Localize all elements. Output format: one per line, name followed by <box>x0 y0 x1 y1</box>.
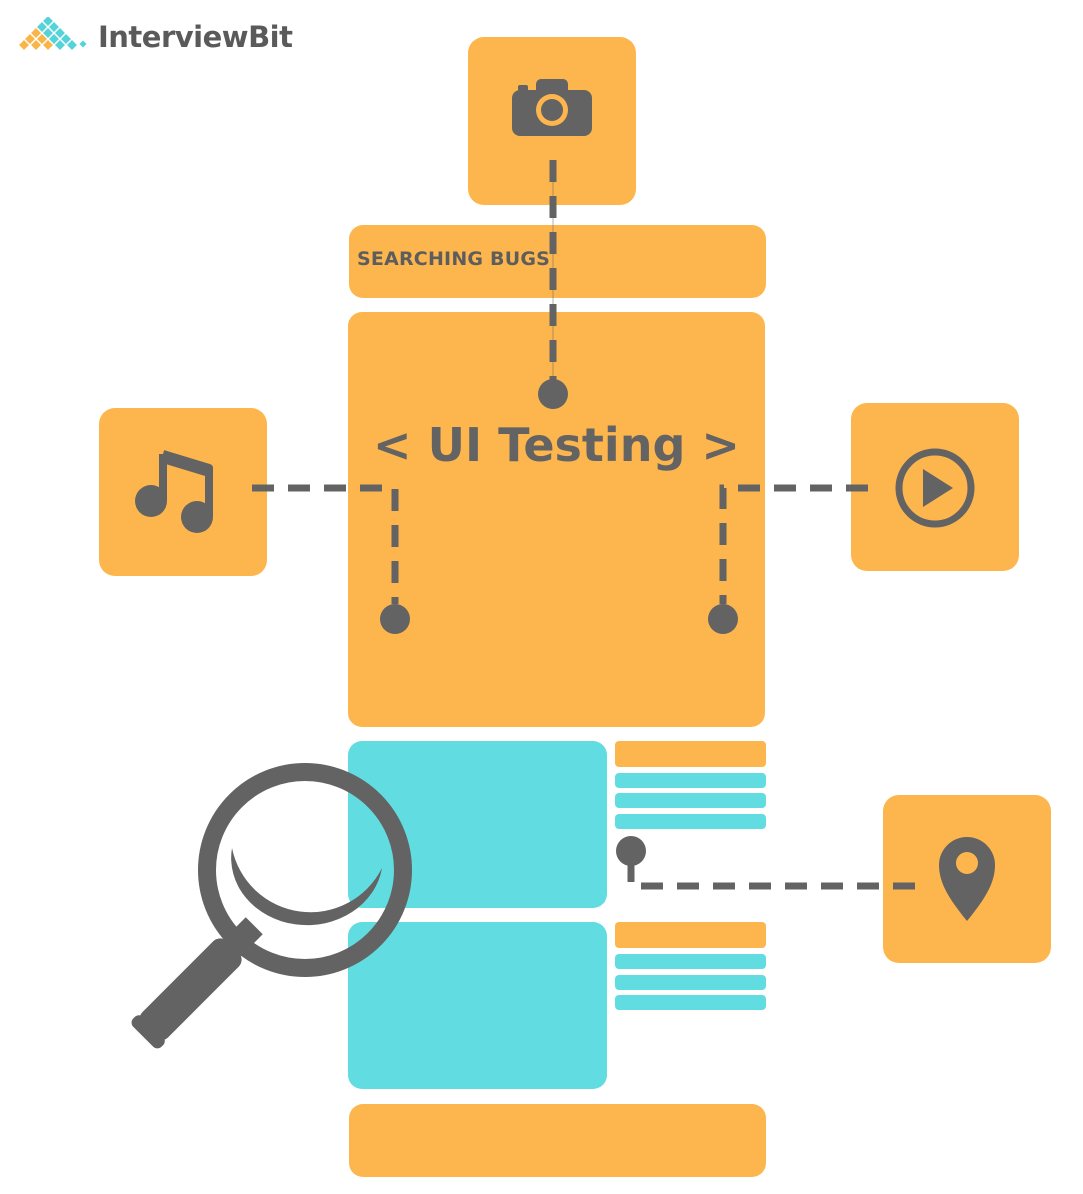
list-line-1b <box>615 793 766 808</box>
interviewbit-logo: InterviewBit <box>14 14 293 60</box>
list-line-2c <box>615 995 766 1010</box>
header-bar <box>349 225 766 298</box>
connector-dot-top <box>538 379 568 409</box>
list-header-bar-1 <box>615 741 766 767</box>
music-note-icon <box>135 450 213 533</box>
brand-name: InterviewBit <box>98 20 293 54</box>
list-line-1c <box>615 814 766 829</box>
list-header-bar-2 <box>615 922 766 948</box>
connector-dot-left <box>380 604 410 634</box>
list-line-2b <box>615 975 766 990</box>
main-title: < UI Testing > <box>373 418 740 472</box>
location-pin-icon <box>939 837 995 921</box>
logo-diamond-icon <box>17 17 88 52</box>
list-line-2a <box>615 954 766 969</box>
connector-dot-location <box>616 836 646 866</box>
play-button-icon <box>895 448 975 528</box>
footer-bar <box>349 1104 766 1177</box>
play-box <box>851 403 1019 571</box>
location-box <box>883 795 1051 963</box>
camera-icon <box>512 79 592 136</box>
header-label: SEARCHING BUGS <box>357 248 551 270</box>
list-line-1a <box>615 773 766 788</box>
content-card-2 <box>348 922 607 1089</box>
music-box <box>99 408 267 576</box>
connector-dot-right <box>708 604 738 634</box>
